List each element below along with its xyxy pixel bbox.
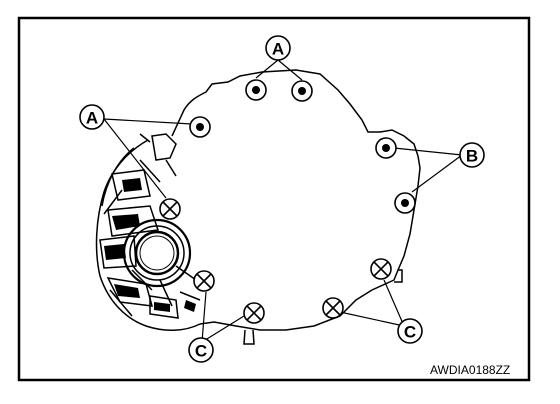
case-outline (171, 69, 421, 331)
bolt-c-3 (322, 297, 344, 319)
callout-c-bottom-right: C (397, 318, 423, 344)
callout-a-left: A (79, 104, 105, 130)
svg-text:B: B (466, 147, 478, 166)
bolt-c-1 (193, 270, 215, 292)
shaft-bearing (122, 218, 192, 288)
case-right-notch (394, 269, 403, 283)
case-lower-notch (243, 329, 255, 345)
bolt-b-1 (375, 137, 397, 159)
figure-code: AWDIA0188ZZ (430, 363, 510, 377)
figure-frame (17, 16, 531, 382)
bolt-c-2 (243, 302, 265, 324)
svg-text:C: C (195, 342, 207, 361)
callout-b-right: B (459, 142, 485, 168)
bolt-a-2 (291, 80, 313, 102)
bolt-b-2 (394, 192, 416, 214)
svg-text:A: A (272, 40, 284, 59)
gear-housing-shading (104, 178, 196, 312)
bolt-a-4-cross (159, 198, 181, 220)
callout-c-bottom-left: C (188, 337, 214, 363)
bolt-a-1 (245, 79, 267, 101)
callout-a-top: A (265, 35, 291, 61)
leader-lines (103, 59, 463, 343)
svg-text:C: C (404, 323, 416, 342)
bolt-c-4 (370, 258, 392, 280)
svg-text:A: A (86, 109, 98, 128)
bolt-a-3 (189, 116, 211, 138)
